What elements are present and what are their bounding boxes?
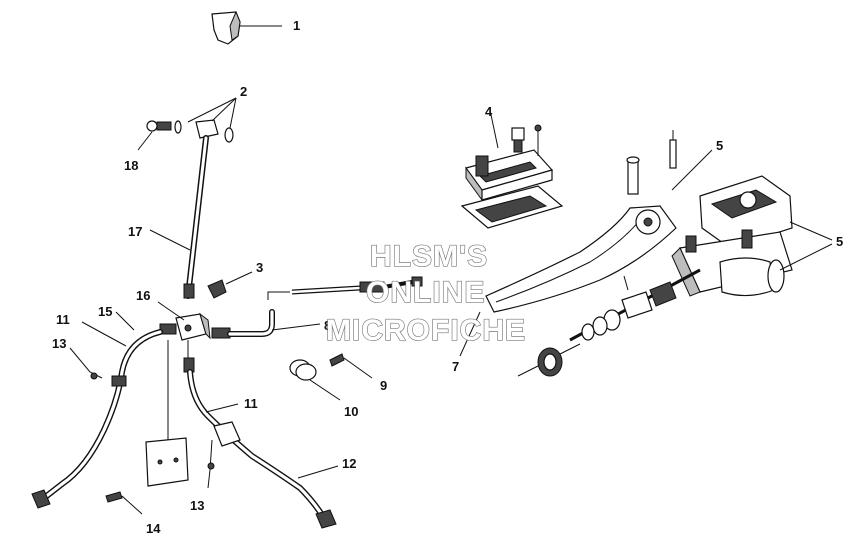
hose-clamps bbox=[289, 353, 373, 401]
callout-6: 5 bbox=[716, 138, 723, 153]
tee-fitting-part bbox=[211, 10, 282, 45]
watermark-line-2: ONLINE bbox=[366, 276, 485, 309]
rigid-brake-line bbox=[149, 135, 209, 299]
upper-banjo-fitting bbox=[137, 97, 237, 151]
callout-17: 17 bbox=[128, 224, 142, 239]
callout-15: 15 bbox=[98, 304, 112, 319]
watermark: HLSM'S ONLINE MICROFICHE bbox=[325, 239, 526, 347]
callout-11-left: 11 bbox=[56, 312, 70, 327]
callout-9: 9 bbox=[380, 378, 387, 393]
callout-11-right: 11 bbox=[244, 396, 258, 411]
small-fitting-part bbox=[207, 271, 253, 299]
junction-block bbox=[157, 301, 211, 341]
reservoir-cover-assembly bbox=[460, 109, 564, 229]
left-brake-hose bbox=[31, 311, 177, 509]
master-cylinder-housing bbox=[671, 149, 833, 297]
callout-labels: 1 2 3 4 5 5 5 7 8 9 10 11 11 12 13 13 14… bbox=[52, 18, 843, 536]
plunger-boot-assembly bbox=[517, 268, 701, 377]
callout-1: 1 bbox=[293, 18, 300, 33]
hose-guard-plate bbox=[105, 340, 189, 515]
callout-16: 16 bbox=[136, 288, 150, 303]
callout-5-right: 5 bbox=[836, 234, 843, 249]
callout-14: 14 bbox=[146, 521, 161, 536]
callout-12: 12 bbox=[342, 456, 356, 471]
callout-7: 7 bbox=[452, 359, 459, 374]
callout-2: 2 bbox=[240, 84, 247, 99]
brake-lever bbox=[459, 205, 677, 357]
callout-13-bottom: 13 bbox=[190, 498, 204, 513]
callout-8: 8 bbox=[324, 318, 331, 333]
front-brake-hose bbox=[183, 340, 339, 529]
master-cylinder-line bbox=[291, 276, 423, 295]
callout-10: 10 bbox=[344, 404, 358, 419]
watermark-line-1: HLSM'S bbox=[370, 240, 488, 273]
rear-brake-hose bbox=[211, 291, 321, 339]
callout-4: 4 bbox=[485, 104, 493, 119]
callout-3: 3 bbox=[256, 260, 263, 275]
watermark-line-3: MICROFICHE bbox=[326, 314, 526, 347]
callout-18: 18 bbox=[124, 158, 138, 173]
pivot-pins bbox=[626, 130, 677, 195]
callout-13-left: 13 bbox=[52, 336, 66, 351]
